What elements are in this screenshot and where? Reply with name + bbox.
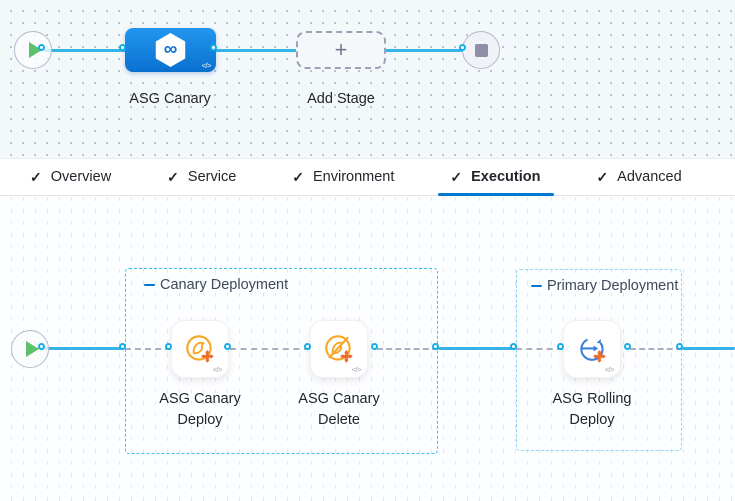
stage-config-tabs: ✓ Overview ✓ Service ✓ Environment ✓ Exe… — [0, 158, 735, 196]
connector-port[interactable] — [459, 44, 466, 51]
check-icon: ✓ — [596, 168, 609, 185]
stop-icon — [474, 43, 488, 57]
template-code-icon: </> — [604, 365, 615, 374]
step-group-canary-deployment[interactable]: Canary Deployment — [125, 268, 438, 454]
tab-advanced[interactable]: ✓ Advanced — [596, 168, 682, 186]
asg-rolling-deploy-icon — [580, 338, 606, 363]
connector-port[interactable] — [224, 343, 231, 350]
connector-port[interactable] — [119, 343, 126, 350]
exec-dashed-segment — [377, 348, 438, 350]
check-icon: ✓ — [30, 168, 42, 185]
connector-port[interactable] — [557, 343, 564, 350]
step-label: ASG Canary Deploy — [159, 391, 241, 428]
template-code-icon: </> — [351, 365, 362, 374]
group-header-canary[interactable]: Canary Deployment — [144, 277, 288, 293]
step-group-primary-deployment[interactable]: Primary Deployment — [516, 269, 682, 451]
exec-line-segment — [682, 347, 735, 350]
harness-hexagon-icon: ∞ — [155, 33, 186, 67]
connector-port[interactable] — [510, 343, 517, 350]
plus-icon: + — [334, 37, 348, 62]
collapse-dash-icon — [144, 283, 155, 287]
exec-dashed-segment — [125, 348, 171, 350]
exec-line-segment — [36, 347, 125, 350]
add-stage-label: Add Stage — [307, 91, 375, 107]
exec-dashed-segment — [630, 348, 682, 350]
connector-port[interactable] — [38, 343, 45, 350]
template-code-icon: </> — [212, 365, 223, 374]
pipeline-start-node[interactable] — [14, 31, 52, 69]
tab-overview[interactable]: ✓ Overview — [30, 168, 112, 186]
step-asg-rolling-deploy[interactable]: </> — [563, 320, 621, 378]
stage-label: ASG Canary — [129, 91, 211, 107]
check-icon: ✓ — [167, 168, 179, 185]
connector-port[interactable] — [210, 44, 217, 51]
connector-port[interactable] — [676, 343, 683, 350]
step-asg-canary-deploy[interactable]: </> — [171, 320, 229, 378]
step-label: ASG Rolling Deploy — [552, 391, 632, 428]
connector-port[interactable] — [624, 343, 631, 350]
connector-port[interactable] — [119, 44, 126, 51]
stage-graph-canvas[interactable]: ∞ </> + ASG Canary Add Stage — [0, 0, 735, 158]
connector-port[interactable] — [165, 343, 172, 350]
exec-dashed-segment — [230, 348, 310, 350]
connector-port[interactable] — [38, 44, 45, 51]
stage-pipeline-line — [44, 49, 465, 52]
infinity-icon: ∞ — [163, 38, 178, 60]
asg-canary-deploy-icon — [186, 335, 214, 363]
step-asg-canary-delete[interactable]: </> — [310, 320, 368, 378]
check-icon: ✓ — [292, 168, 304, 185]
execution-graph-canvas[interactable]: Canary Deployment Primary Deployment — [0, 197, 735, 501]
exec-line-segment — [438, 347, 516, 350]
connector-port[interactable] — [371, 343, 378, 350]
tab-service[interactable]: ✓ Service — [167, 168, 237, 186]
stage-node-asg-canary[interactable]: ∞ </> — [125, 28, 216, 72]
tab-execution[interactable]: ✓ Execution — [438, 159, 555, 196]
step-label: ASG Canary Delete — [298, 391, 380, 428]
execution-start-node[interactable] — [11, 330, 49, 368]
exec-dashed-segment — [516, 348, 563, 350]
check-icon: ✓ — [450, 168, 463, 185]
play-icon — [25, 341, 39, 357]
group-header-primary[interactable]: Primary Deployment — [531, 278, 678, 294]
collapse-dash-icon — [531, 284, 542, 288]
group-title: Canary Deployment — [160, 277, 289, 293]
connector-port[interactable] — [304, 343, 311, 350]
template-code-icon: </> — [201, 61, 212, 70]
asg-canary-delete-icon — [325, 335, 353, 363]
pipeline-end-node[interactable] — [462, 31, 500, 69]
add-stage-button[interactable]: + — [296, 31, 386, 69]
group-title: Primary Deployment — [547, 278, 679, 294]
connector-port[interactable] — [432, 343, 439, 350]
tab-environment[interactable]: ✓ Environment — [292, 168, 395, 186]
